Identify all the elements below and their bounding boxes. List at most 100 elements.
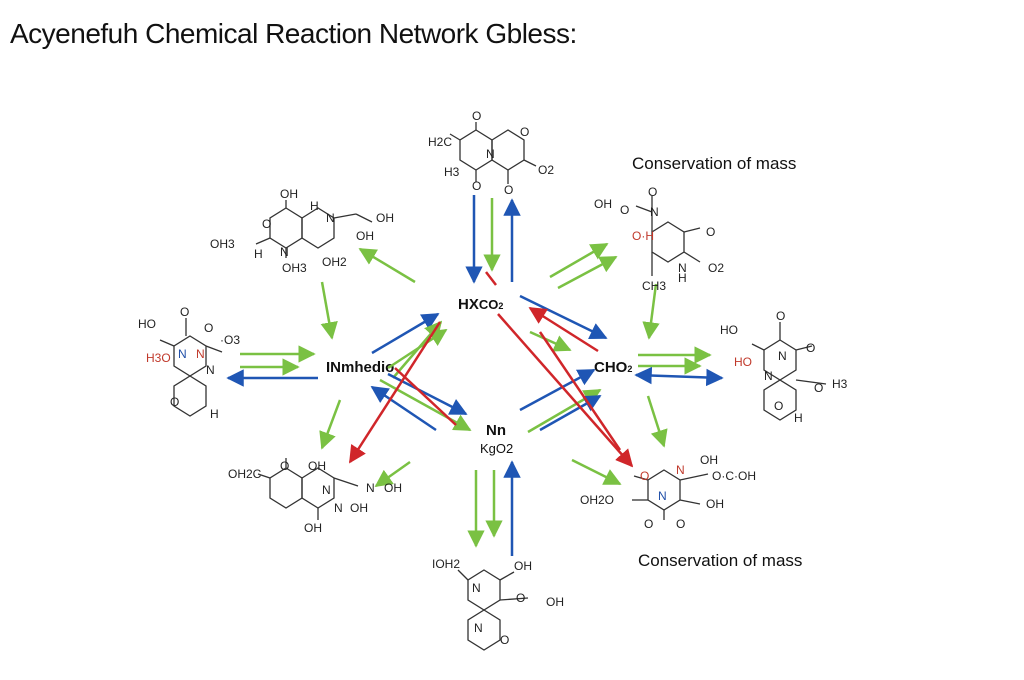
mol-ul-label: OH3 [210,237,235,251]
mol-right-label: O [806,341,815,355]
arrow-green [529,330,572,352]
mol-ll-label: N [322,483,331,497]
arrow-red [497,313,634,468]
arrow-green [549,242,609,279]
mol-lr-label: OH [706,497,724,511]
hub-center-sub: KgO2 [480,441,514,456]
mol-left-label: N [178,347,187,361]
mol-ul-label: OH [356,229,374,243]
hub-top-extra: 2 [498,301,504,311]
arrow-green [571,458,622,486]
arrow-green [374,460,411,488]
mol-ur-label: N [650,205,659,219]
arrow-green [642,283,660,340]
mol-left-label: ·O3 [220,333,240,347]
hub-top: HXCO2 [458,296,503,313]
arrow-blue [371,312,440,355]
note-conservation-bottom: Conservation of mass [638,551,803,570]
mol-right-label: H [794,411,803,425]
mol-bottom-label: O [500,633,509,647]
mol-left-label: O [170,395,179,409]
mol-bottom-label: N [474,621,483,635]
mol-ul-label: N [326,211,335,225]
arrow-red [485,271,497,286]
arrow-red [348,321,442,464]
mol-lr-label: OH2O [580,493,614,507]
mol-bottom-label: OH [514,559,532,573]
hub-top-main: HX [458,296,479,313]
mol-bottom-label: IOH2 [432,557,460,571]
arrow-green [527,388,602,434]
arrow-green [319,399,342,450]
mol-top-label: O [472,109,481,123]
arrow-blue [387,372,468,416]
mol-lr-label: O [640,469,649,483]
arrow-green [646,395,668,448]
mol-ll-label: N [366,481,375,495]
arrows [226,195,724,556]
mol-left-label: H3O [146,351,171,365]
mol-top-label: H2C [428,135,452,149]
mol-right-label: H3 [832,377,848,391]
mol-ll-label: OH [304,521,322,535]
mol-top-label: N [486,147,495,161]
mol-ur-label: O2 [708,261,724,275]
mol-lr-label: N [658,489,667,503]
mol-left-label: HO [138,317,156,331]
mol-left-label: O [204,321,213,335]
arrow-blue [519,294,608,340]
arrow-blue [539,394,602,432]
mol-lr-label: N [676,463,685,477]
mol-top-label: O2 [538,163,554,177]
mol-ll-label: OH2C [228,467,262,481]
molecule-lower-left: OH2C O OH N N OH N OH OH [228,458,402,535]
mol-top-label: O [472,179,481,193]
mol-right-label: O [776,309,785,323]
arrow-blue [370,385,437,432]
arrow-green [320,281,338,340]
mol-ur-label: N [678,261,687,275]
diagram-title: Acyenefuh Chemical Reaction Network Gble… [10,18,577,49]
mol-right-label: N [764,369,773,383]
molecule-right: HO O O N HO N O H3 O H [720,309,848,425]
mol-left-label: N [196,347,205,361]
hub-right-sub: 2 [627,364,633,374]
mol-lr-label: O [644,517,653,531]
hub-center-main: Nn [486,422,506,439]
mol-top-label: H3 [444,165,460,179]
hub-right-main: CHO [594,359,628,376]
arrow-green [358,247,416,284]
arrow-green [557,255,618,290]
mol-lr-label: O [676,517,685,531]
mol-ll-label: OH [384,481,402,495]
mol-ul-label: OH [280,187,298,201]
arrow-red [528,306,599,353]
mol-lr-label: OH [700,453,718,467]
mol-right-label: O [774,399,783,413]
molecule-lower-right: O N N OH O·C·OH OH2O O O OH [580,453,756,531]
molecule-upper-left: OH H N OH O OH3 H OH OH2 N OH3 [210,187,394,275]
mol-ul-label: H [254,247,263,261]
mol-right-label: O [814,381,823,395]
mol-ll-label: OH [350,501,368,515]
mol-top-label: O [520,125,529,139]
mol-ur-label: O·H [632,229,654,243]
hub-left: INmhedio [326,359,395,376]
arrow-red [538,331,622,451]
mol-left-label: N [206,363,215,377]
mol-ur-label: H [678,271,687,285]
mol-ul-label: OH [376,211,394,225]
mol-ul-label: OH2 [322,255,347,269]
mol-top-label: O [504,183,513,197]
mol-ur-label: CH3 [642,279,666,293]
molecule-top: O H2C N O H3 O2 O O [428,109,554,197]
note-conservation-top: Conservation of mass [632,154,797,173]
molecule-upper-right: OH O O N O·H O N O2 CH3 H [594,185,724,293]
hub-right: CHO2 [594,359,632,376]
mol-right-label: HO [720,323,738,337]
mol-ll-label: N [334,501,343,515]
mol-ll-label: O [280,459,289,473]
mol-ul-label: N [280,245,289,259]
molecule-left: HO O O ·O3 H3O N N N O H [138,305,240,421]
